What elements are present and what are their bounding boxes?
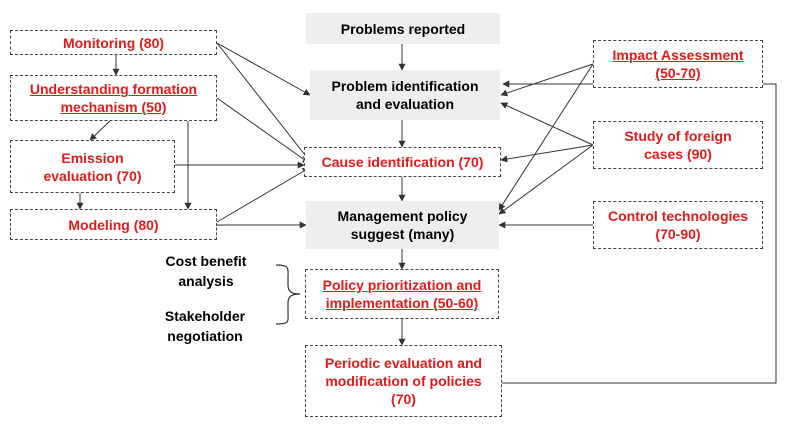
control-technologies-label: Control technologies (70-90) bbox=[608, 208, 748, 242]
periodic-evaluation-box: Periodic evaluation and modification of … bbox=[305, 345, 502, 417]
emission-label: Emission evaluation (70) bbox=[43, 149, 142, 184]
management-policy-label: Management policy suggest (many) bbox=[337, 208, 468, 242]
monitoring-label: Monitoring (80) bbox=[62, 34, 165, 51]
foreign-cases-label: Study of foreign cases (90) bbox=[624, 128, 732, 162]
control-technologies-box: Control technologies (70-90) bbox=[593, 201, 763, 249]
understanding-label: Understanding formation mechanism (50) bbox=[29, 81, 198, 115]
problem-identification-box: Problem identification and evaluation bbox=[310, 70, 500, 120]
arrow-monitoring-to-cause bbox=[216, 42, 310, 161]
problem-identification-label: Problem identification and evaluation bbox=[331, 78, 479, 112]
arrow-impact-to-identification bbox=[500, 63, 594, 97]
modeling-box: Modeling (80) bbox=[10, 209, 217, 240]
arrow-understanding-to-cause bbox=[216, 97, 310, 164]
understanding-box: Understanding formation mechanism (50) bbox=[10, 75, 217, 121]
arrow-foreign-to-identification bbox=[500, 102, 594, 146]
arrow-understanding-to-emission bbox=[89, 120, 111, 141]
policy-prioritization-box: Policy prioritization and implementation… bbox=[305, 269, 499, 319]
arrow-impact-to-management bbox=[498, 63, 594, 211]
cause-identification-label: Cause identification (70) bbox=[321, 154, 484, 170]
cause-identification-box: Cause identification (70) bbox=[304, 147, 501, 177]
monitoring-box: Monitoring (80) bbox=[10, 30, 217, 55]
foreign-cases-box: Study of foreign cases (90) bbox=[593, 121, 763, 169]
stakeholder-note: Stakeholder negotiation bbox=[164, 308, 246, 344]
problems-reported-label: Problems reported bbox=[340, 20, 466, 37]
modeling-label: Modeling (80) bbox=[68, 216, 159, 233]
cost-benefit-note: Cost benefit analysis bbox=[165, 253, 247, 289]
arrow-foreign-to-cause bbox=[500, 144, 594, 163]
side-notes-brace bbox=[275, 264, 301, 325]
emission-box: Emission evaluation (70) bbox=[10, 140, 175, 193]
arrow-foreign-to-management bbox=[498, 144, 594, 215]
problems-reported-box: Problems reported bbox=[306, 13, 500, 44]
arrow-modeling-to-cause bbox=[216, 167, 310, 223]
impact-assessment-box: Impact Assessment (50-70) bbox=[593, 40, 763, 88]
arrow-monitoring-to-identification bbox=[216, 42, 311, 96]
impact-assessment-label: Impact Assessment (50-70) bbox=[612, 47, 744, 81]
policy-prioritization-label: Policy prioritization and implementation… bbox=[322, 277, 482, 311]
management-policy-box: Management policy suggest (many) bbox=[306, 201, 499, 249]
periodic-evaluation-label: Periodic evaluation and modification of … bbox=[324, 355, 483, 407]
